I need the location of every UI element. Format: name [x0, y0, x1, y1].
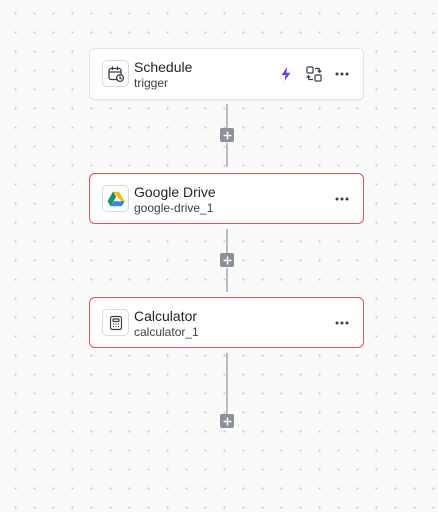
convert-icon[interactable]: [305, 65, 323, 83]
add-step-button[interactable]: [220, 414, 234, 428]
google-drive-icon: [107, 191, 124, 206]
node-schedule-trigger[interactable]: Schedule trigger: [89, 48, 364, 100]
node-actions: [279, 49, 349, 99]
more-icon[interactable]: [335, 321, 349, 325]
plus-icon: [223, 131, 231, 139]
node-text: Google Drive google-drive_1: [134, 184, 216, 216]
node-subtitle: calculator_1: [134, 325, 199, 339]
add-step-button[interactable]: [220, 253, 234, 267]
connector-line: [226, 268, 228, 292]
add-step-button[interactable]: [220, 128, 234, 142]
node-text: Calculator calculator_1: [134, 308, 199, 340]
node-subtitle: google-drive_1: [134, 201, 214, 215]
plus-icon: [223, 417, 231, 425]
node-actions: [335, 174, 349, 223]
node-title: Schedule: [134, 59, 193, 75]
connector-line: [226, 104, 228, 128]
node-calculator[interactable]: Calculator calculator_1: [89, 297, 364, 348]
node-google-drive[interactable]: Google Drive google-drive_1: [89, 173, 364, 224]
node-subtitle: trigger: [134, 76, 169, 90]
lightning-icon[interactable]: [279, 66, 293, 82]
node-title: Calculator: [134, 308, 198, 324]
calendar-clock-icon: [107, 65, 124, 82]
connector-line: [226, 143, 228, 167]
calculator-icon: [109, 315, 122, 330]
plus-icon: [223, 256, 231, 264]
node-actions: [335, 298, 349, 347]
more-icon[interactable]: [335, 72, 349, 76]
node-text: Schedule trigger: [134, 59, 192, 91]
connector-line: [226, 229, 228, 253]
node-icon-box: [102, 309, 129, 336]
node-title: Google Drive: [134, 184, 216, 200]
node-icon-box: [102, 185, 129, 212]
connector-line: [226, 353, 228, 414]
node-icon-box: [102, 60, 129, 87]
more-icon[interactable]: [335, 197, 349, 201]
